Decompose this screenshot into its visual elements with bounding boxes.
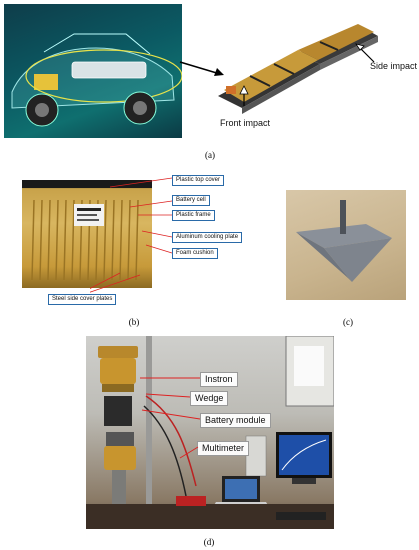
test-setup-photo <box>86 336 334 529</box>
label-plastic-top-cover: Plastic top cover <box>172 175 225 186</box>
label-multimeter: Multimeter <box>197 441 250 456</box>
side-impact-label: Side impact <box>370 61 418 71</box>
label-battery-module: Battery module <box>200 413 271 428</box>
battery-module-photo <box>22 180 152 288</box>
caption-b: (b) <box>128 317 140 327</box>
label-battery-cell: Battery cell <box>172 195 210 206</box>
label-steel-side-cover-plates: Steel side cover plates <box>48 294 117 305</box>
caption-a: (a) <box>205 150 215 160</box>
label-wedge: Wedge <box>190 391 229 406</box>
front-impact-label: Front impact <box>220 118 271 128</box>
caption-c: (c) <box>343 317 353 327</box>
label-foam-cushion: Foam cushion <box>172 248 218 259</box>
car-illustration <box>11 33 182 127</box>
caption-d: (d) <box>203 537 215 547</box>
front-impact-arrow-icon <box>239 85 249 106</box>
wedge-photo <box>286 190 406 300</box>
panel-d-callout-lines <box>140 377 201 459</box>
car-xray-photo <box>4 4 182 138</box>
callout-lines <box>90 177 173 293</box>
label-instron: Instron <box>200 372 238 387</box>
label-plastic-frame: Plastic frame <box>172 210 215 221</box>
arrow-icon <box>179 61 224 76</box>
side-impact-arrow-icon <box>355 43 375 63</box>
label-aluminum-cooling-plate: Aluminum cooling plate <box>172 232 243 243</box>
